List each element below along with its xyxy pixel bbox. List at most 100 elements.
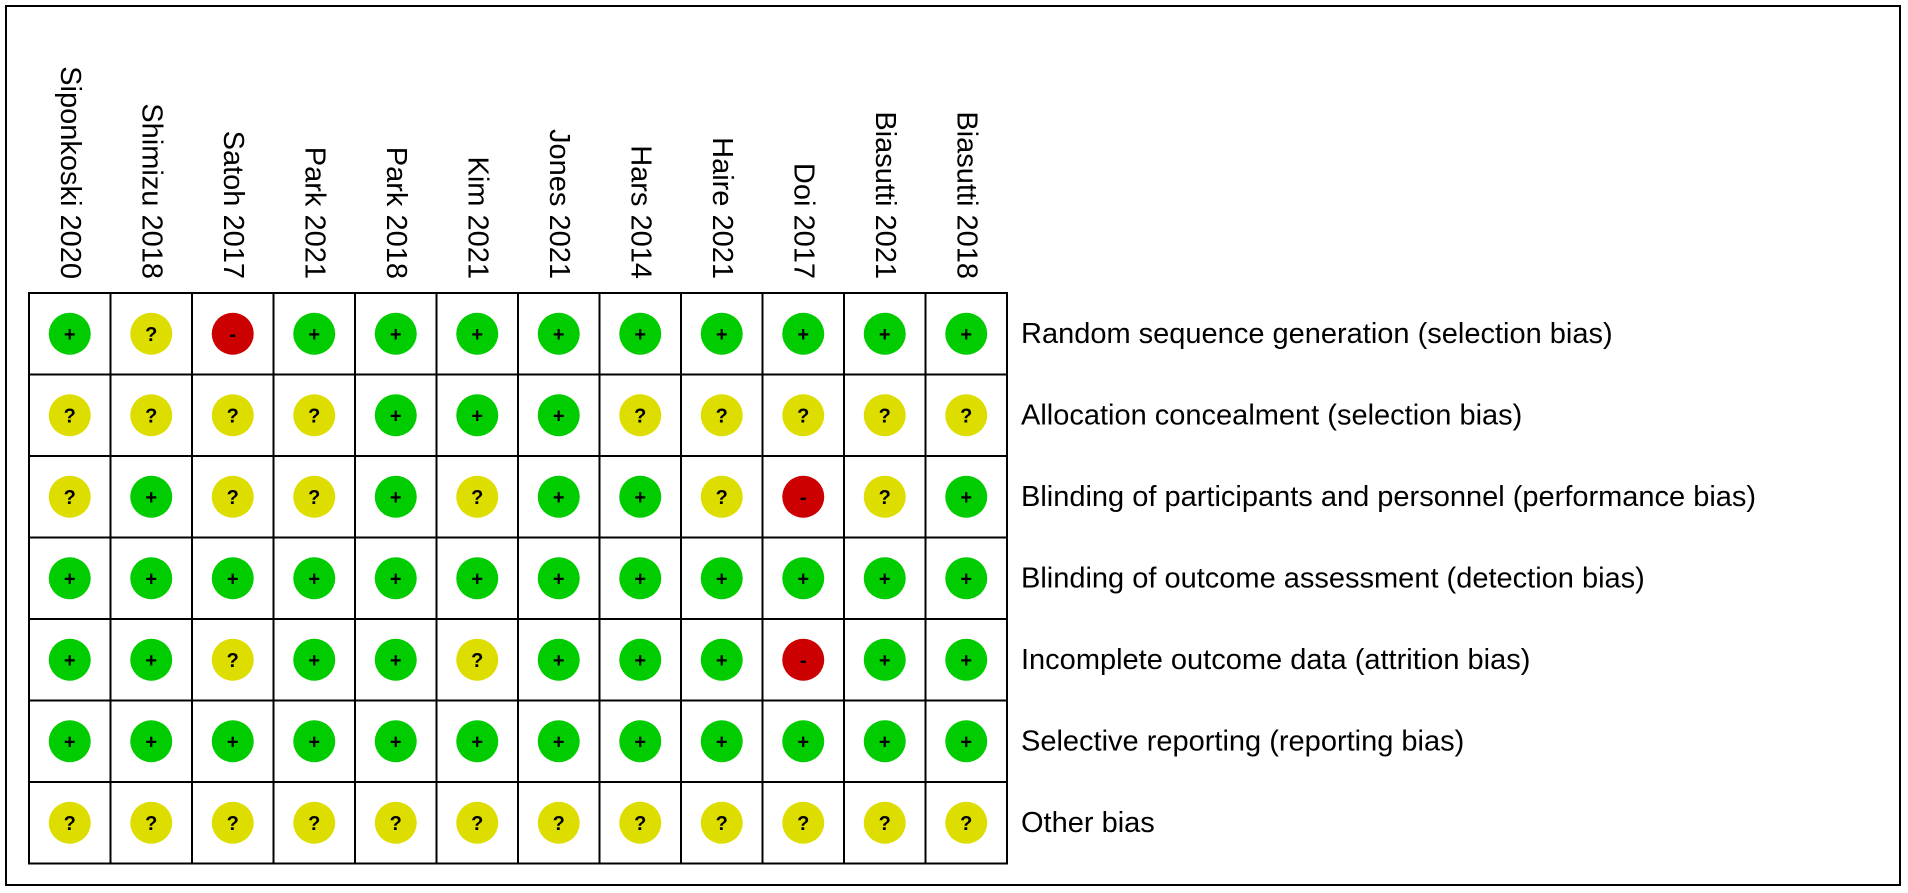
rating-circle	[945, 557, 988, 600]
rating-symbol: ?	[471, 813, 483, 835]
rating-circle	[456, 475, 499, 518]
rating-mark: +	[211, 720, 254, 763]
rating-mark: +	[48, 557, 91, 600]
study-label: Biasutti 2018	[950, 111, 982, 279]
rating-mark: ?	[863, 394, 906, 437]
rating-symbol: +	[308, 650, 320, 672]
rating-circle	[374, 557, 417, 600]
rating-symbol: +	[145, 568, 157, 590]
rating-symbol: +	[634, 324, 646, 346]
rating-circle	[48, 720, 91, 763]
rating-mark: +	[700, 638, 743, 681]
domain-label: Selective reporting (reporting bias)	[1021, 725, 1464, 757]
rating-mark: ?	[48, 801, 91, 844]
rating-symbol: +	[64, 568, 76, 590]
rating-mark: +	[374, 394, 417, 437]
rating-circle	[374, 475, 417, 518]
rating-symbol: ?	[716, 405, 728, 427]
rating-symbol: +	[879, 731, 891, 753]
rating-mark: +	[456, 312, 499, 355]
rating-symbol: ?	[64, 813, 76, 835]
rating-symbol: +	[634, 650, 646, 672]
rating-symbol: ?	[797, 405, 809, 427]
rating-mark: ?	[782, 801, 825, 844]
rating-symbol: ?	[145, 405, 157, 427]
rating-symbol: +	[64, 324, 76, 346]
rating-marks: +?-+++++++++????+++??????+??+?++?-?+++++…	[48, 312, 988, 844]
rating-symbol: ?	[64, 405, 76, 427]
rating-circle	[863, 475, 906, 518]
rating-circle	[537, 312, 580, 355]
rating-mark: +	[863, 638, 906, 681]
rating-symbol: +	[390, 487, 402, 509]
rating-symbol: +	[64, 650, 76, 672]
rating-symbol: +	[64, 731, 76, 753]
rating-circle	[537, 475, 580, 518]
rating-circle	[293, 475, 336, 518]
rating-symbol: ?	[879, 405, 891, 427]
rating-circle	[700, 312, 743, 355]
domain-label: Allocation concealment (selection bias)	[1021, 399, 1522, 431]
rating-symbol: +	[797, 568, 809, 590]
study-label: Doi 2017	[787, 163, 819, 279]
rating-circle	[211, 557, 254, 600]
rating-mark: +	[537, 557, 580, 600]
rating-mark: ?	[700, 475, 743, 518]
rating-circle	[456, 312, 499, 355]
rating-symbol: ?	[227, 487, 239, 509]
rating-symbol: +	[634, 568, 646, 590]
study-label: Hars 2014	[624, 145, 656, 279]
rating-symbol: ?	[308, 405, 320, 427]
rating-circle	[700, 720, 743, 763]
rating-circle	[537, 720, 580, 763]
rating-circle	[130, 638, 173, 681]
rating-symbol: +	[471, 405, 483, 427]
rating-symbol: ?	[227, 405, 239, 427]
rating-circle	[48, 312, 91, 355]
rating-symbol: ?	[227, 650, 239, 672]
rating-mark: +	[619, 475, 662, 518]
domain-label: Blinding of participants and personnel (…	[1021, 481, 1756, 513]
rating-circle	[863, 720, 906, 763]
rating-circle	[374, 801, 417, 844]
rating-mark: ?	[782, 394, 825, 437]
rating-symbol: -	[800, 487, 807, 509]
rating-circle	[619, 394, 662, 437]
rating-symbol: +	[390, 731, 402, 753]
rating-circle	[945, 475, 988, 518]
rating-mark: +	[293, 557, 336, 600]
rating-mark: +	[537, 394, 580, 437]
rating-mark: +	[374, 312, 417, 355]
rating-symbol: +	[716, 568, 728, 590]
rating-mark: +	[130, 557, 173, 600]
rating-circle	[863, 394, 906, 437]
rating-symbol: ?	[145, 813, 157, 835]
rating-mark: +	[48, 638, 91, 681]
rating-mark: +	[537, 475, 580, 518]
rating-mark: ?	[211, 801, 254, 844]
rating-symbol: +	[308, 568, 320, 590]
rating-symbol: +	[471, 324, 483, 346]
rating-mark: ?	[48, 475, 91, 518]
rating-circle	[293, 720, 336, 763]
rating-symbol: +	[390, 568, 402, 590]
rating-circle	[130, 312, 173, 355]
rating-symbol: +	[227, 731, 239, 753]
rating-circle	[48, 557, 91, 600]
rating-circle	[619, 557, 662, 600]
rating-symbol: +	[145, 650, 157, 672]
rating-mark: +	[700, 312, 743, 355]
rating-symbol: ?	[634, 405, 646, 427]
rating-circle	[293, 801, 336, 844]
rating-symbol: ?	[634, 813, 646, 835]
rating-symbol: +	[390, 324, 402, 346]
rating-mark: +	[374, 720, 417, 763]
rating-symbol: +	[879, 650, 891, 672]
rating-symbol: +	[553, 405, 565, 427]
rating-circle	[537, 394, 580, 437]
rating-mark: +	[945, 475, 988, 518]
rating-circle	[211, 475, 254, 518]
rating-symbol: ?	[960, 405, 972, 427]
rating-symbol: ?	[797, 813, 809, 835]
